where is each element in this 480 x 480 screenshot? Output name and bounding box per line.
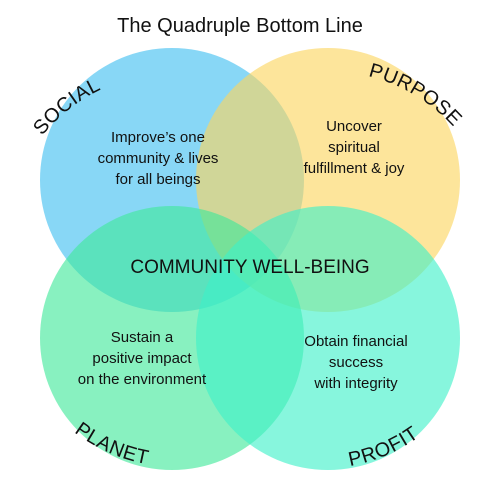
planet-text-line-1: Sustain a: [111, 329, 174, 346]
purpose-text: Uncover spiritual fulfillment & joy: [304, 118, 405, 177]
profit-text-line-1: Obtain financial: [304, 333, 407, 350]
center-label: COMMUNITY WELL-BEING: [130, 257, 369, 278]
purpose-text-line-2: spiritual: [328, 139, 380, 156]
diagram-title: The Quadruple Bottom Line: [117, 15, 363, 37]
social-text-line-3: for all beings: [115, 171, 200, 188]
profit-circle: [196, 206, 460, 470]
purpose-text-line-1: Uncover: [326, 118, 382, 135]
social-text: Improve’s one community & lives for all …: [98, 129, 219, 188]
profit-text-line-2: success: [329, 354, 383, 371]
profit-text-line-3: with integrity: [313, 375, 398, 392]
planet-text-line-2: positive impact: [92, 350, 192, 367]
purpose-text-line-3: fulfillment & joy: [304, 160, 405, 177]
planet-text-line-3: on the environment: [78, 371, 207, 388]
circles-layer: [40, 48, 460, 470]
social-text-line-2: community & lives: [98, 150, 219, 167]
profit-text: Obtain financial success with integrity: [304, 333, 407, 392]
social-text-line-1: Improve’s one: [111, 129, 205, 146]
planet-text: Sustain a positive impact on the environ…: [78, 329, 207, 388]
